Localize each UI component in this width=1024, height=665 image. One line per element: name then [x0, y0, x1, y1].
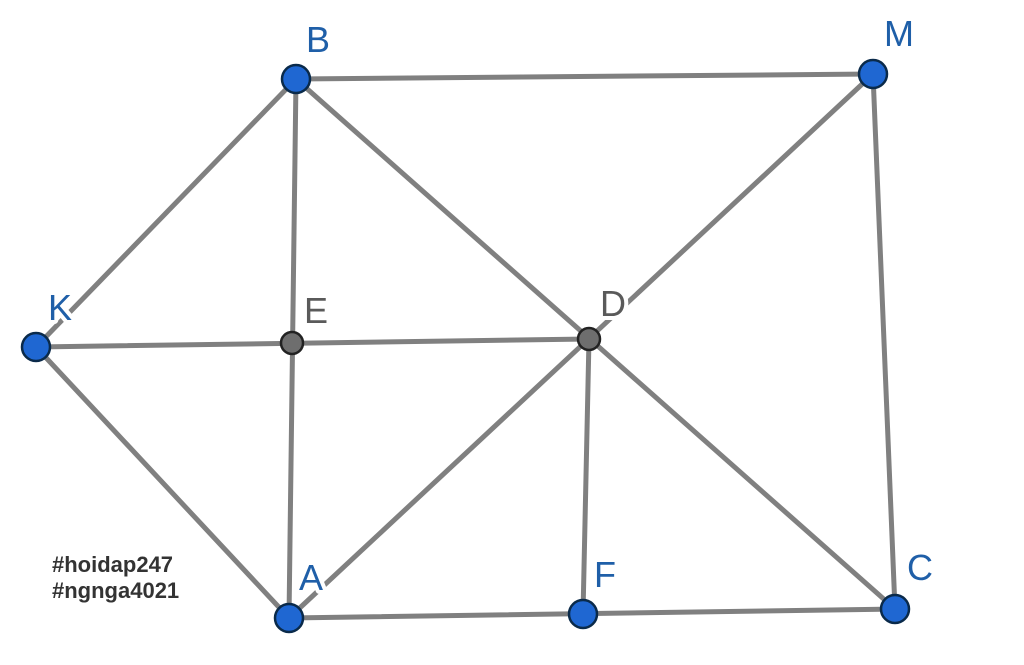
edge-MC — [870, 71, 898, 612]
label-A: A — [299, 557, 323, 598]
label-B: B — [306, 19, 330, 60]
edge-KD — [33, 336, 592, 350]
point-K — [20, 331, 52, 363]
labels: B M K E D A F C — [44, 9, 937, 602]
label-M: M — [884, 13, 914, 54]
label-F: F — [594, 554, 616, 595]
watermark-line-2: #ngnga4021 — [52, 578, 180, 603]
edge-BK — [33, 76, 299, 350]
point-D — [576, 326, 602, 352]
point-F — [567, 598, 599, 630]
edge-BM — [293, 71, 876, 82]
point-C — [879, 593, 911, 625]
points — [20, 58, 911, 634]
edge-KA — [33, 344, 292, 621]
point-M — [857, 58, 889, 90]
point-E — [279, 330, 305, 356]
label-E: E — [304, 290, 328, 331]
edges — [33, 71, 898, 621]
watermark: #hoidap247 #ngnga4021 — [52, 552, 179, 604]
label-D: D — [600, 283, 626, 324]
edge-DF — [580, 336, 592, 617]
label-C: C — [907, 547, 933, 588]
label-K: K — [48, 287, 72, 328]
point-B — [280, 63, 312, 95]
watermark-line-1: #hoidap247 — [52, 552, 174, 577]
point-A — [273, 602, 305, 634]
